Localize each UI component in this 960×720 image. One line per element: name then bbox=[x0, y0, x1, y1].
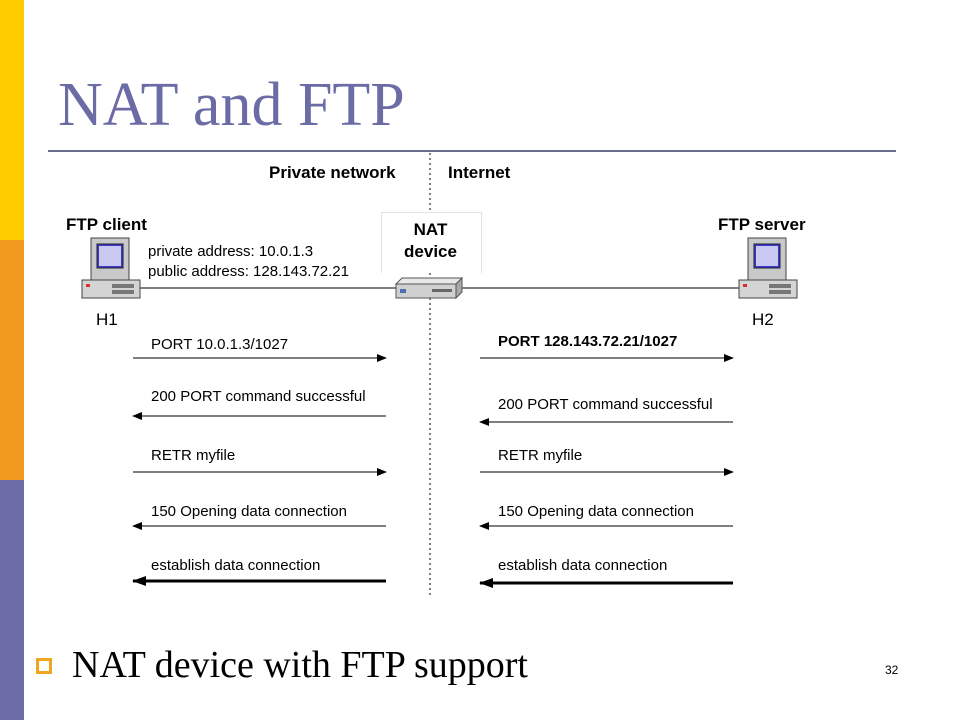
internet-label: Internet bbox=[448, 163, 511, 182]
ftp-server-label: FTP server bbox=[718, 215, 806, 234]
ftp-client-label: FTP client bbox=[66, 215, 147, 234]
host-h1-label: H1 bbox=[96, 310, 118, 329]
nat-device-label-box bbox=[381, 212, 482, 273]
bullet-square-icon bbox=[36, 658, 52, 674]
page-number: 32 bbox=[885, 663, 899, 677]
left-message: 200 PORT command successful bbox=[151, 388, 366, 405]
left-message: RETR myfile bbox=[151, 447, 236, 464]
computer-icon bbox=[738, 237, 798, 299]
router-icon bbox=[394, 276, 464, 300]
nat-device-label-line2: device bbox=[404, 242, 457, 261]
side-accent-yellow bbox=[0, 0, 24, 240]
right-message: 150 Opening data connection bbox=[498, 503, 694, 520]
private-network-label: Private network bbox=[269, 163, 396, 182]
side-accent-orange bbox=[0, 240, 24, 480]
right-message: RETR myfile bbox=[498, 447, 583, 464]
right-message: PORT 128.143.72.21/1027 bbox=[498, 333, 678, 350]
public-address-text: public address: 128.143.72.21 bbox=[148, 263, 349, 280]
slide-title: NAT and FTP bbox=[58, 71, 405, 139]
title-underline bbox=[48, 150, 896, 152]
computer-icon bbox=[81, 237, 141, 299]
right-message: establish data connection bbox=[498, 557, 668, 574]
nat-device-label: NAT device bbox=[381, 219, 480, 263]
left-message: PORT 10.0.1.3/1027 bbox=[151, 336, 289, 353]
left-message: 150 Opening data connection bbox=[151, 503, 347, 520]
left-message: establish data connection bbox=[151, 557, 321, 574]
private-address-text: private address: 10.0.1.3 bbox=[148, 243, 314, 260]
bullet-text: NAT device with FTP support bbox=[72, 644, 528, 686]
nat-device-label-line1: NAT bbox=[413, 220, 448, 239]
side-accent-purple bbox=[0, 480, 24, 720]
host-h2-label: H2 bbox=[752, 310, 774, 329]
right-message: 200 PORT command successful bbox=[498, 396, 713, 413]
